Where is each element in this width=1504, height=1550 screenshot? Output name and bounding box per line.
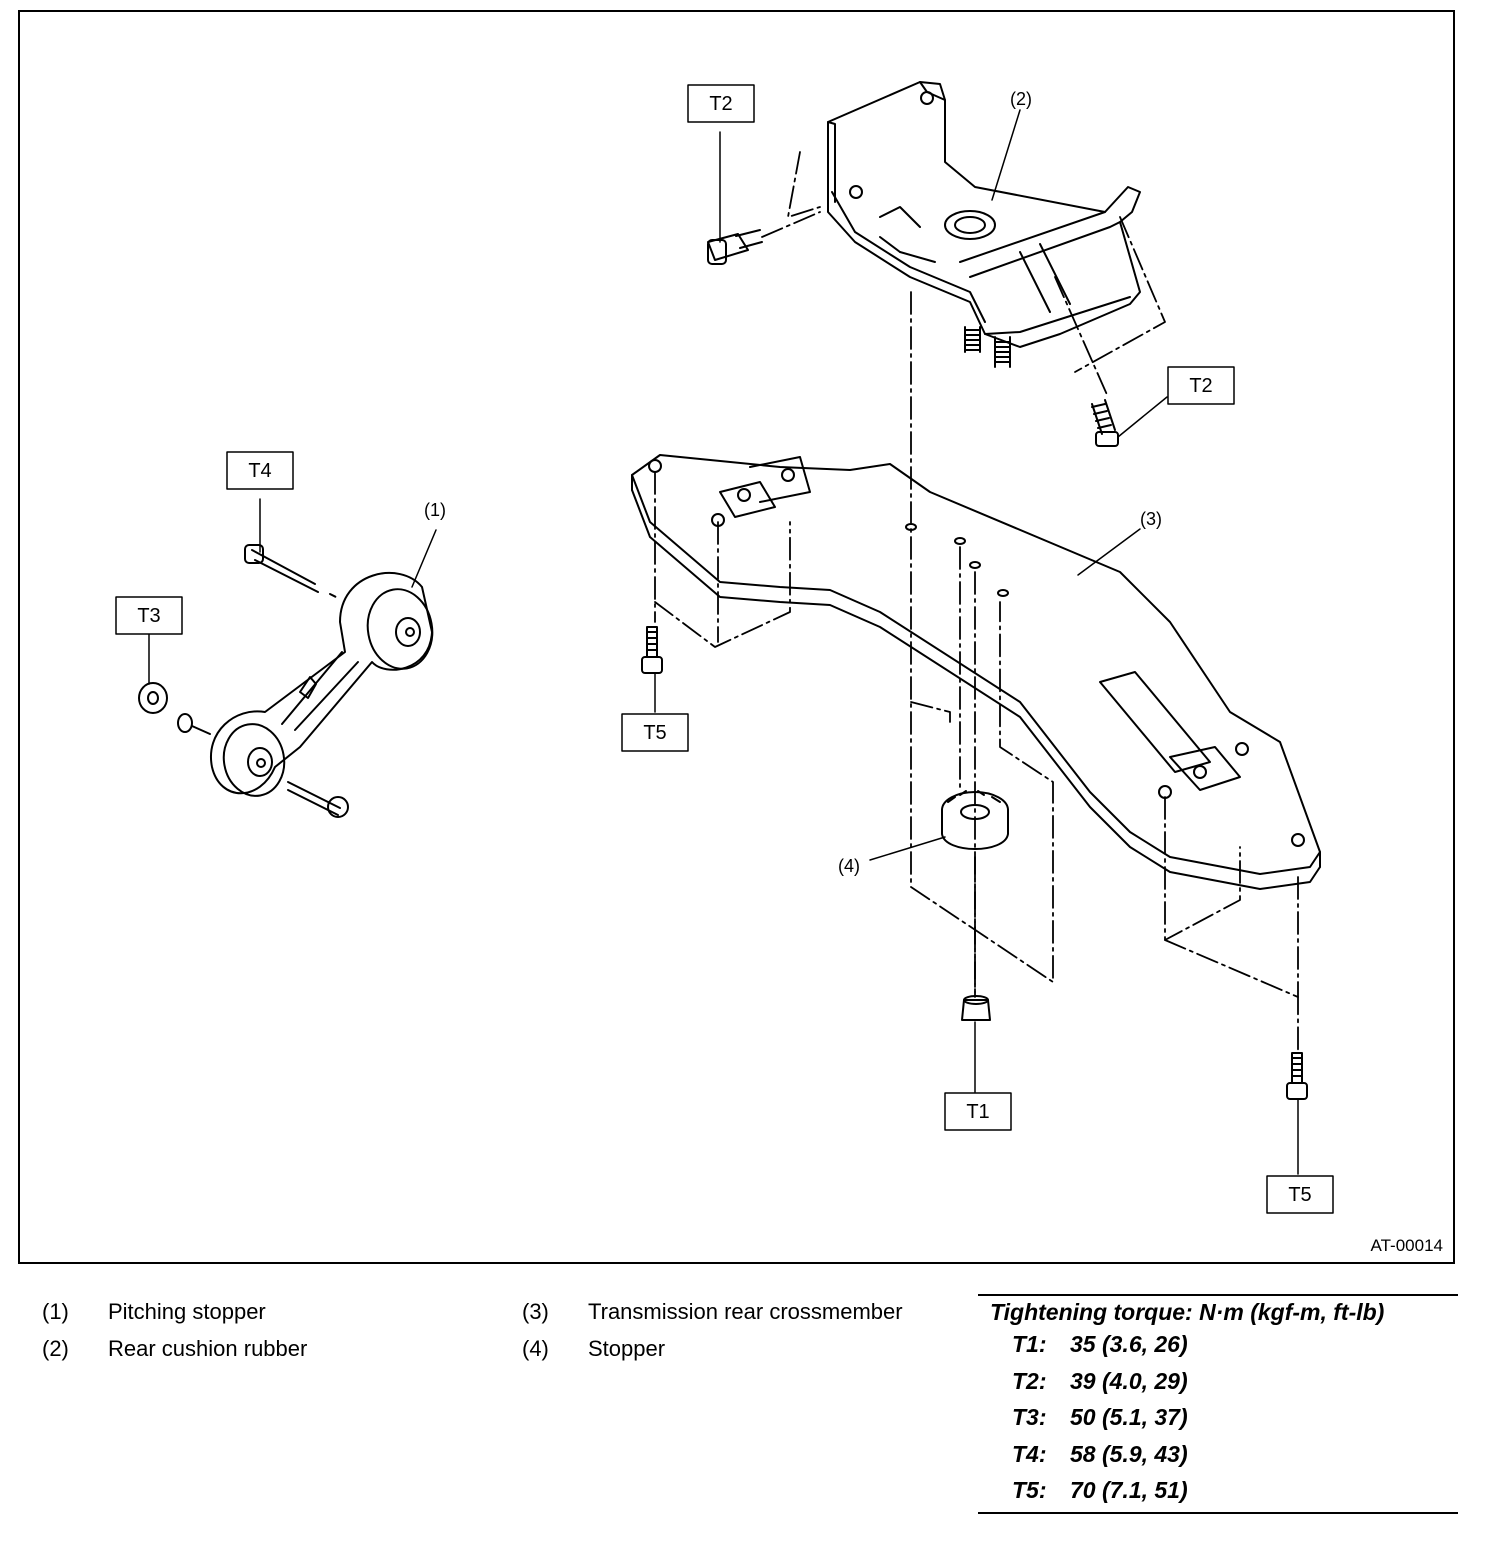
- torque-key: T4:: [1012, 1440, 1047, 1467]
- callout-2: (2): [1010, 89, 1032, 109]
- stopper: [941, 790, 1009, 850]
- callout-4: (4): [838, 856, 860, 876]
- figure-id: AT-00014: [1370, 1236, 1443, 1255]
- torque-box-t2-top: T2: [687, 84, 755, 123]
- torque-title: Tightening torque: N·m (kgf-m, ft-lb): [990, 1299, 1385, 1325]
- legend-number: (4): [522, 1336, 549, 1361]
- callout-1: (1): [424, 500, 446, 520]
- phantom-lines: [654, 151, 1299, 1053]
- legend-label: Stopper: [588, 1336, 666, 1361]
- svg-text:T2: T2: [709, 93, 732, 115]
- leader-lines: [148, 109, 1299, 1175]
- torque-key: T1:: [1012, 1331, 1047, 1357]
- torque-box-t4: T4: [226, 451, 294, 490]
- svg-text:T2: T2: [1189, 375, 1212, 397]
- legend-label: Transmission rear crossmember: [588, 1299, 903, 1324]
- pitching-stopper: [138, 544, 434, 818]
- legend-item: (3) Transmission rear crossmember: [522, 1293, 903, 1330]
- legend-label: Rear cushion rubber: [108, 1336, 308, 1361]
- svg-text:T5: T5: [1288, 1184, 1311, 1206]
- torque-value: 70 (7.1, 51): [1070, 1477, 1188, 1503]
- legend-item: (1) Pitching stopper: [42, 1293, 307, 1330]
- diagram-drawing: (2) (1) (3) (4) T2 T2 T4 T3: [115, 81, 1334, 1214]
- legend-number: (2): [42, 1336, 69, 1361]
- svg-text:T4: T4: [248, 460, 271, 482]
- torque-value: 35 (3.6, 26): [1070, 1331, 1188, 1357]
- svg-text:T1: T1: [966, 1101, 989, 1123]
- legend-item: (4) Stopper: [522, 1330, 903, 1367]
- torque-box-t5-left: T5: [621, 713, 689, 752]
- transmission-rear-crossmember: [631, 454, 1321, 890]
- torque-value: 50 (5.1, 37): [1070, 1404, 1188, 1430]
- torque-table: Tightening torque: N·m (kgf-m, ft-lb) T1…: [978, 1294, 1458, 1514]
- callouts: (2) (1) (3) (4): [424, 89, 1162, 876]
- legend-middle: (3) Transmission rear crossmember (4) St…: [522, 1293, 903, 1367]
- torque-box-t1: T1: [944, 1092, 1012, 1131]
- legend-left: (1) Pitching stopper (2) Rear cushion ru…: [42, 1293, 307, 1367]
- rear-cushion-rubber: [827, 81, 1141, 368]
- cushion-bolts: [707, 229, 1119, 447]
- torque-key: T2:: [1012, 1367, 1047, 1394]
- torque-row: T3: 50 (5.1, 37): [1012, 1399, 1458, 1436]
- legend-item: (2) Rear cushion rubber: [42, 1330, 307, 1367]
- torque-box-t5-right: T5: [1266, 1175, 1334, 1214]
- callout-3: (3): [1140, 509, 1162, 529]
- svg-text:T3: T3: [137, 605, 160, 627]
- svg-text:T5: T5: [643, 722, 666, 744]
- torque-boxes: T2 T2 T4 T3 T5 T1: [115, 84, 1334, 1214]
- torque-box-t3: T3: [115, 596, 183, 635]
- torque-key: T3:: [1012, 1404, 1047, 1430]
- torque-value: 39 (4.0, 29): [1070, 1367, 1188, 1394]
- legend-number: (3): [522, 1299, 549, 1324]
- legend-label: Pitching stopper: [108, 1299, 266, 1324]
- crossmember-bolts: [641, 626, 1308, 1100]
- torque-box-t2-right: T2: [1167, 366, 1235, 405]
- torque-key: T5:: [1012, 1477, 1047, 1503]
- legend-number: (1): [42, 1299, 69, 1324]
- torque-row: T4: 58 (5.9, 43): [1012, 1436, 1458, 1473]
- torque-row: T1: 35 (3.6, 26): [1012, 1326, 1458, 1363]
- torque-value: 58 (5.9, 43): [1070, 1440, 1188, 1467]
- torque-row: T2: 39 (4.0, 29): [1012, 1363, 1458, 1400]
- torque-row: T5: 70 (7.1, 51): [1012, 1472, 1458, 1509]
- exploded-diagram: (2) (1) (3) (4) T2 T2 T4 T3: [18, 10, 1455, 1264]
